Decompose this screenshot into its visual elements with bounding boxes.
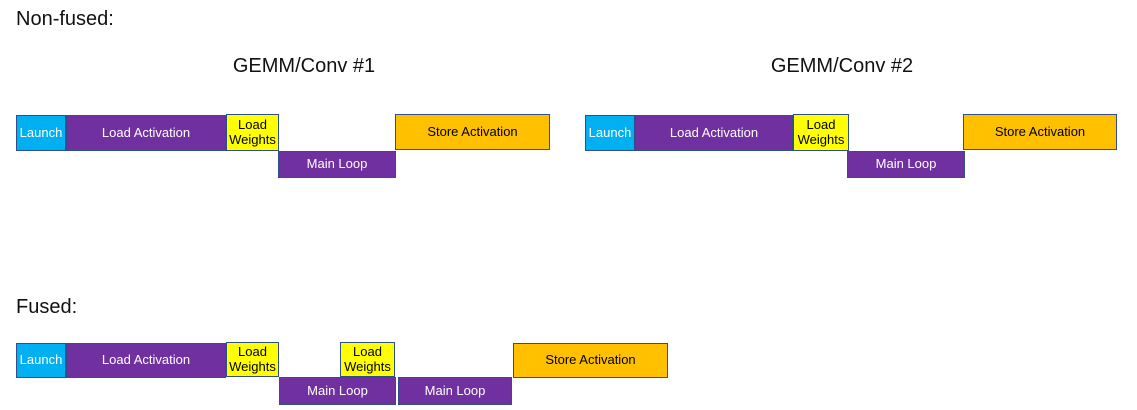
fused-store-activation-block: Store Activation bbox=[513, 343, 668, 378]
non-fused-gemm1-launch-block: Launch bbox=[16, 115, 66, 151]
non-fused-gemm2-main-loop-block: Main Loop bbox=[847, 151, 965, 178]
non-fused-gemm2-load-activation-block: Load Activation bbox=[635, 115, 793, 151]
fused-load-weights-2-block: Load Weights bbox=[340, 342, 395, 377]
fused-load-activation-block: Load Activation bbox=[66, 343, 226, 378]
fused-main-loop-1-block: Main Loop bbox=[279, 377, 396, 405]
fused-launch-block: Launch bbox=[16, 343, 66, 378]
section-label-non-fused: Non-fused: bbox=[16, 8, 114, 30]
non-fused-gemm2-store-activation-block: Store Activation bbox=[963, 114, 1117, 150]
non-fused-gemm1-store-activation-block: Store Activation bbox=[395, 114, 550, 150]
non-fused-gemm1-main-loop-block: Main Loop bbox=[278, 151, 396, 178]
gemm-conv-1-title: GEMM/Conv #1 bbox=[232, 55, 376, 77]
non-fused-gemm1-load-activation-block: Load Activation bbox=[66, 115, 226, 151]
section-label-fused: Fused: bbox=[16, 296, 78, 318]
non-fused-gemm2-launch-block: Launch bbox=[585, 115, 635, 151]
gemm-conv-2-title: GEMM/Conv #2 bbox=[770, 55, 914, 77]
non-fused-gemm1-load-weights-block: Load Weights bbox=[226, 114, 279, 151]
fused-load-weights-1-block: Load Weights bbox=[226, 342, 279, 377]
non-fused-gemm2-load-weights-block: Load Weights bbox=[793, 114, 849, 151]
fused-main-loop-2-block: Main Loop bbox=[398, 377, 512, 405]
